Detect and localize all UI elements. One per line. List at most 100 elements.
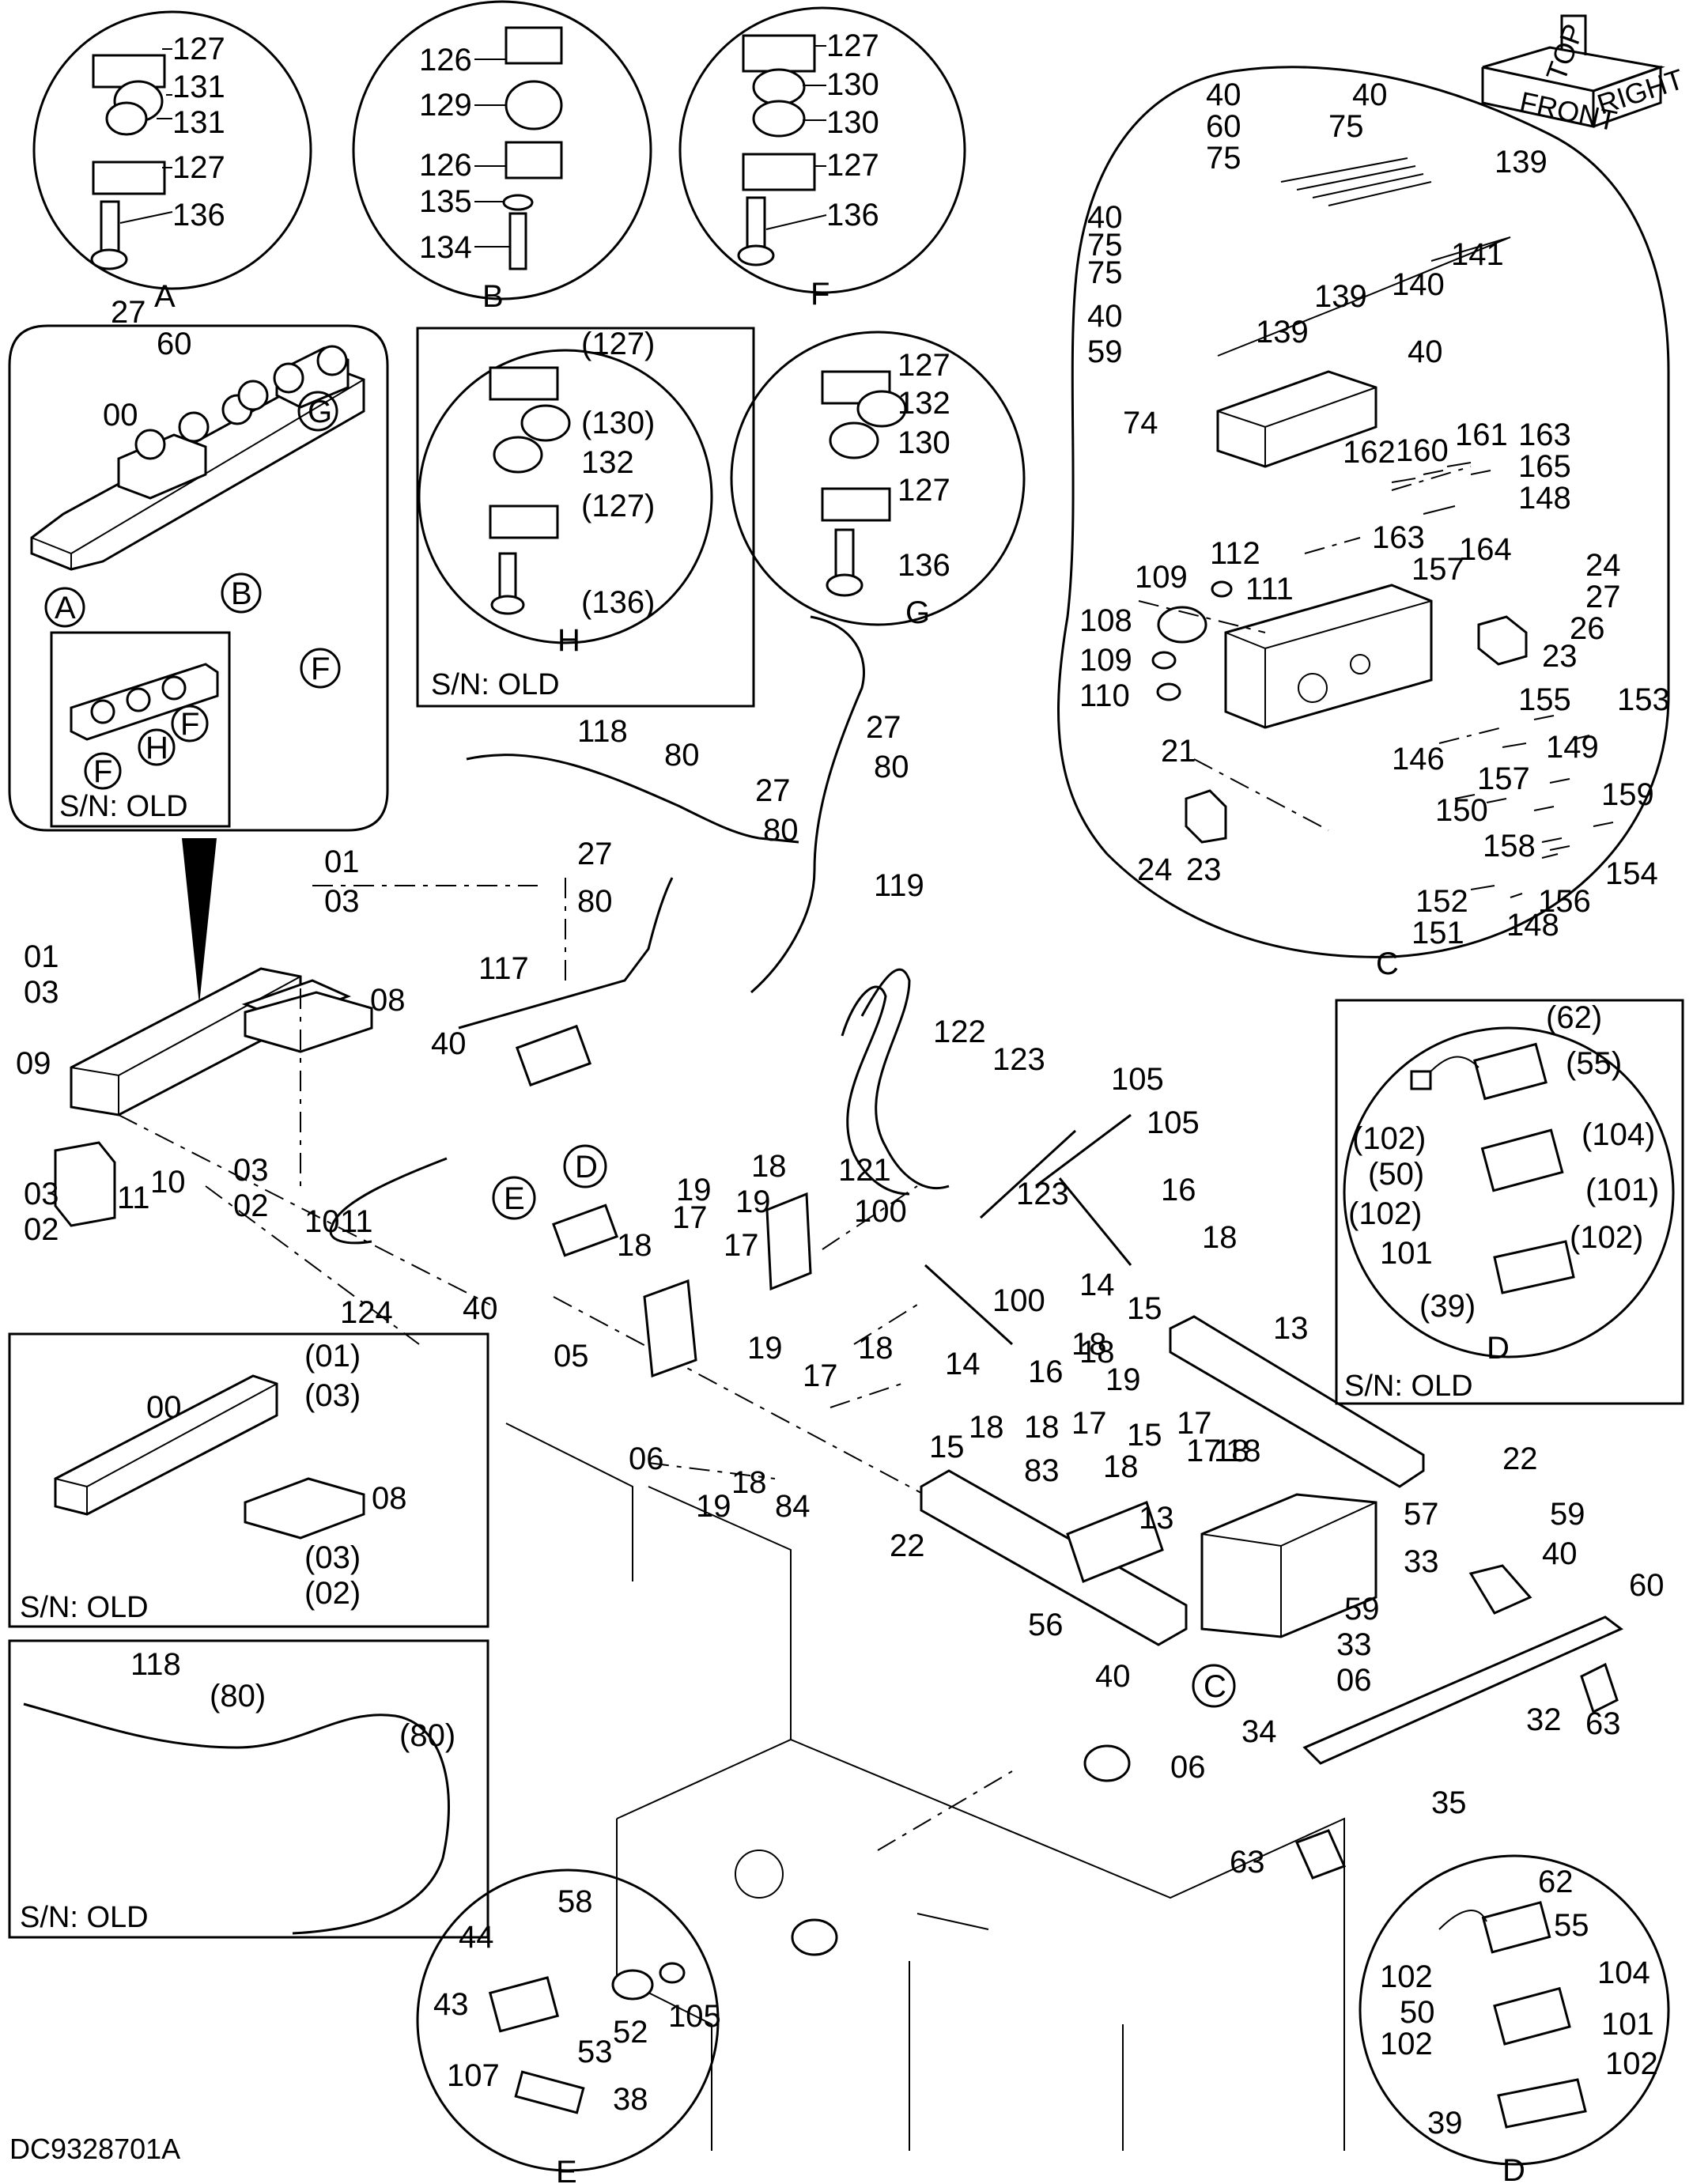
detail-g-label-2: 132: [898, 386, 950, 421]
main-label-5: 08: [370, 983, 406, 1018]
detail-c-label-44: 150: [1435, 793, 1488, 828]
detail-d-label-6: 101: [1601, 2007, 1654, 2042]
detail-a-label-2: 131: [172, 70, 225, 104]
detail-e-label-7: 107: [447, 2058, 500, 2093]
main-label-86: 63: [1585, 1706, 1621, 1741]
detail-c-label-36: 110: [1079, 678, 1130, 713]
main-label-38: 19: [676, 1173, 712, 1207]
detail-d-old-label-10: (39): [1419, 1289, 1476, 1324]
detail-c-label-45: 158: [1483, 829, 1536, 863]
detail-c: C: [1057, 66, 1670, 981]
main-callout-c: C: [1204, 1669, 1226, 1704]
main-label-66: 17: [1071, 1406, 1107, 1441]
detail-c-label-13: 139: [1256, 315, 1309, 350]
detail-c-label-7: 40: [1087, 200, 1123, 235]
main-assembly: D E C: [54, 615, 1623, 2151]
detail-g-label-1: 127: [898, 348, 950, 383]
main-label-50: 18: [1071, 1327, 1107, 1362]
main-label-68: 18: [731, 1465, 767, 1500]
detail-c-label-17: 74: [1123, 406, 1158, 440]
inset-old-hose-label-3: (80): [399, 1718, 455, 1753]
main-label-27: 123: [992, 1042, 1045, 1077]
detail-e-label-1: 58: [557, 1884, 593, 1919]
detail-c-label-15: 59: [1087, 334, 1123, 369]
main-label-88: 06: [1170, 1750, 1206, 1785]
detail-f-letter: F: [811, 277, 829, 312]
inset-tl-callout-g: G: [308, 395, 332, 429]
inset-old-frame-label-6: (02): [304, 1576, 361, 1611]
main-callout-e: E: [504, 1181, 525, 1216]
main-label-28: 105: [1111, 1062, 1164, 1097]
detail-c-label-48: 154: [1605, 856, 1658, 891]
detail-c-label-25: 164: [1459, 532, 1512, 567]
main-label-8: 11: [117, 1181, 150, 1215]
detail-c-label-9: 75: [1087, 255, 1123, 290]
main-label-10: 11: [340, 1204, 373, 1239]
detail-d: 62 55 102 104 50 101 102 102 39 D: [1359, 1854, 1670, 2184]
detail-d-label-8: 102: [1605, 2046, 1658, 2081]
main-label-84: 34: [1241, 1714, 1277, 1749]
detail-c-letter: C: [1376, 947, 1399, 981]
detail-f-label-5: 136: [826, 198, 879, 232]
main-label-11: 03: [24, 1177, 59, 1211]
main-label-20: 27: [577, 837, 613, 871]
main-label-60: 18: [858, 1331, 894, 1366]
main-label-58: 05: [554, 1339, 589, 1374]
inset-tl-label-1: 27: [111, 295, 146, 330]
inset-tl-callout-f: F: [311, 652, 330, 686]
detail-c-label-27: 112: [1210, 536, 1260, 571]
main-label-78: 33: [1404, 1544, 1439, 1579]
main-label-85: 32: [1526, 1702, 1562, 1737]
main-label-72: 13: [1139, 1501, 1174, 1536]
main-label-82: 33: [1336, 1627, 1372, 1662]
main-label-19: 80: [874, 750, 909, 784]
main-label-3: 01: [24, 939, 59, 974]
detail-e-label-4: 43: [433, 1987, 469, 2022]
inset-old-frame-label-3: 00: [146, 1390, 182, 1425]
detail-h: (127) (130) 132 (127) (136) H S/N: OLD: [416, 327, 755, 708]
inset-top-left: 27 60 00 G A B F F H F S/N: OLD: [8, 295, 389, 1004]
detail-d-letter: D: [1502, 2153, 1525, 2184]
main-label-36: 15: [1127, 1291, 1162, 1326]
detail-b-label-5: 134: [419, 230, 472, 265]
main-label-29: 105: [1147, 1105, 1200, 1140]
main-label-16: 80: [664, 738, 700, 773]
detail-c-label-8: 75: [1087, 228, 1123, 263]
main-label-57: 40: [463, 1291, 498, 1326]
inset-tl-sub-f-2: F: [93, 754, 112, 789]
detail-d-label-2: 55: [1554, 1908, 1589, 1943]
detail-e-label-5: 52: [613, 2015, 648, 2050]
detail-f-label-2: 130: [826, 67, 879, 102]
main-label-89: 63: [1230, 1845, 1265, 1880]
main-label-48: 19: [1105, 1362, 1141, 1397]
main-label-76: 57: [1404, 1497, 1439, 1532]
inset-old-hose: 118 (80) (80) S/N: OLD: [8, 1639, 489, 1939]
inset-old-hose-label-2: (80): [210, 1679, 266, 1714]
detail-d-old-label-9: 101: [1380, 1236, 1433, 1271]
detail-c-label-1: 40: [1206, 77, 1241, 112]
inset-old-hose-sn-note: S/N: OLD: [20, 1901, 149, 1934]
main-label-75: 40: [1095, 1659, 1131, 1694]
main-label-67: 19: [696, 1489, 731, 1524]
detail-d-old: (62) (55) (102) (104) (50) (101) (102) (…: [1335, 999, 1684, 1405]
detail-b-label-2: 129: [419, 88, 472, 123]
inset-tl-label-3: 00: [103, 398, 138, 433]
detail-c-label-46: 24: [1137, 852, 1173, 887]
detail-c-label-14: 40: [1087, 299, 1123, 334]
main-label-59: 19: [747, 1331, 783, 1366]
detail-c-label-12: 139: [1314, 279, 1367, 314]
detail-c-label-38: 153: [1617, 682, 1670, 717]
detail-e-label-2: 44: [459, 1920, 494, 1955]
detail-e-label-6: 53: [577, 2035, 613, 2069]
detail-g-label-3: 130: [898, 425, 950, 460]
main-label-14: 02: [233, 1188, 269, 1223]
detail-d-old-label-5: (50): [1368, 1157, 1424, 1192]
detail-c-label-47: 23: [1186, 852, 1222, 887]
main-label-4: 03: [24, 975, 59, 1010]
detail-d-old-label-4: (104): [1582, 1117, 1655, 1152]
main-label-39: 18: [751, 1149, 787, 1184]
main-label-45: 14: [945, 1347, 981, 1381]
detail-c-label-33: 26: [1570, 611, 1605, 646]
main-label-55: 22: [1502, 1442, 1538, 1476]
